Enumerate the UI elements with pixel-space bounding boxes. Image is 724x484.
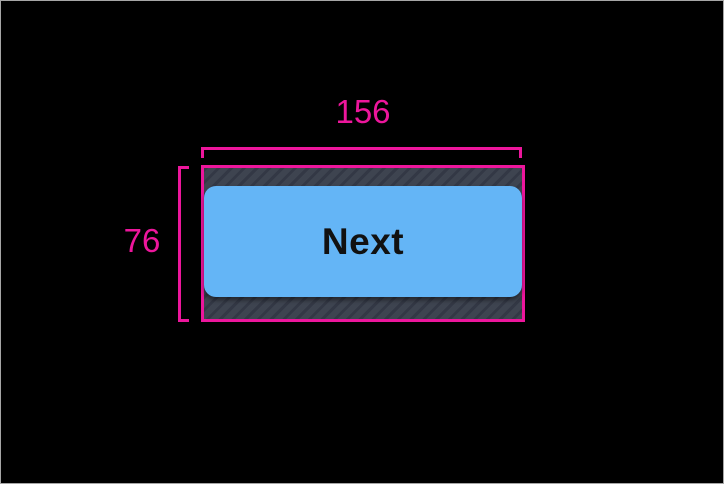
widget-size-outline: Next bbox=[201, 165, 525, 322]
height-measure-bracket bbox=[178, 166, 189, 322]
width-dimension-label: 156 bbox=[335, 93, 391, 130]
width-measure-bracket bbox=[201, 147, 522, 158]
padding-hatch-area: Next bbox=[204, 168, 522, 319]
next-button[interactable]: Next bbox=[204, 186, 522, 297]
height-dimension-label: 76 bbox=[123, 222, 161, 259]
